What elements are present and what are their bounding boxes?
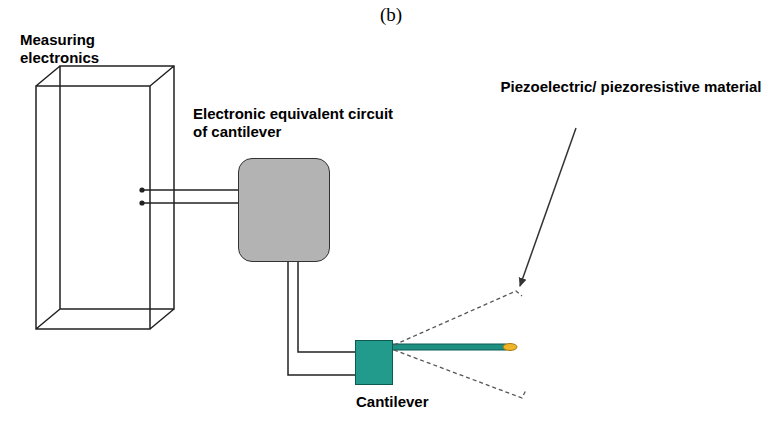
terminal-dot bbox=[139, 200, 144, 205]
wire-connector bbox=[288, 246, 363, 375]
deflection-envelope bbox=[394, 291, 522, 345]
node-label: Cantilever bbox=[356, 393, 466, 411]
node-label: Electronic equivalent circuit of cantile… bbox=[193, 105, 405, 141]
cantilever-beam bbox=[392, 344, 506, 350]
material-label: Piezoelectric/ piezoresistive material bbox=[500, 78, 762, 96]
wire-connector bbox=[142, 202, 250, 204]
cantilever-base: Cantilever bbox=[355, 340, 393, 385]
leader-arrow bbox=[520, 128, 576, 286]
electronics-box: Measuring electronics bbox=[35, 65, 175, 330]
deflection-envelope bbox=[394, 350, 526, 398]
piezo-tip bbox=[503, 344, 517, 351]
figure-title: (b) bbox=[0, 4, 782, 26]
circuit-box: Electronic equivalent circuit of cantile… bbox=[238, 158, 330, 262]
wire-connector bbox=[142, 189, 250, 191]
terminal-dot bbox=[139, 187, 144, 192]
cube-outline bbox=[35, 65, 175, 330]
node-label: Measuring electronics bbox=[20, 31, 128, 67]
